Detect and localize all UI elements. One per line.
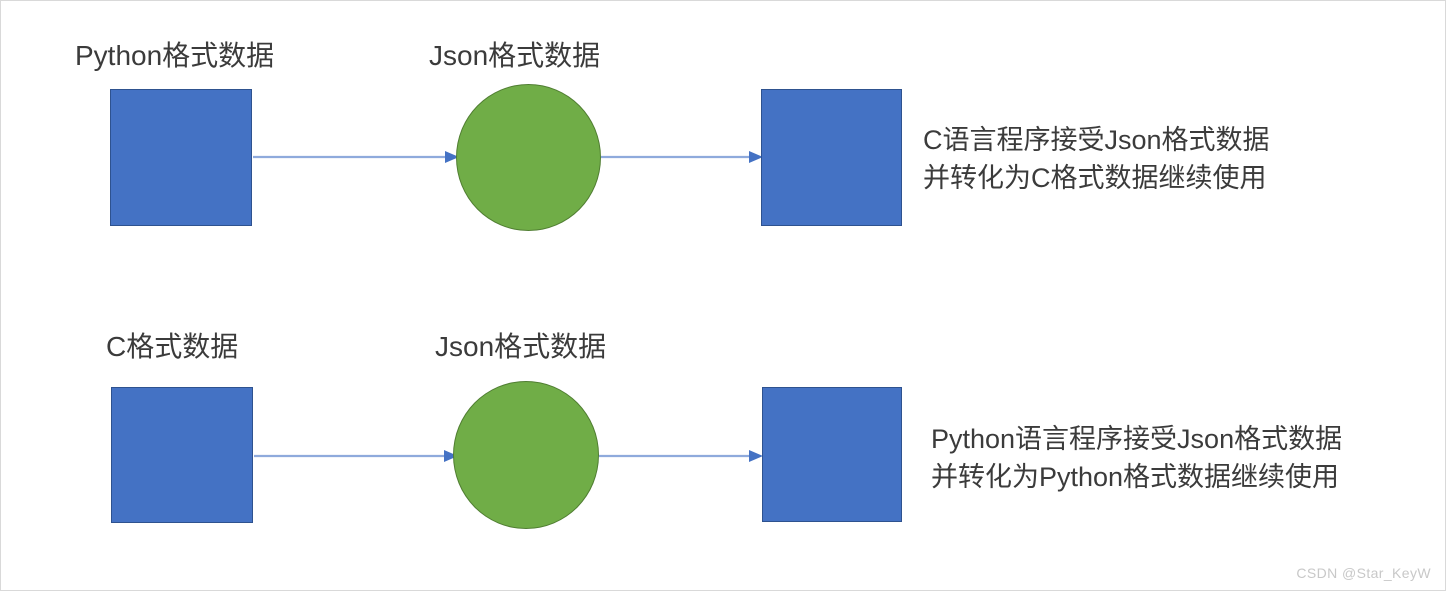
description-row1-line1: C语言程序接受Json格式数据 xyxy=(923,125,1270,155)
arrow-source-to-middle-row2 xyxy=(254,450,458,462)
source-node-row1 xyxy=(110,89,252,226)
target-node-row2 xyxy=(762,387,902,522)
source-node-row2 xyxy=(111,387,253,523)
arrow-middle-to-target-row2 xyxy=(599,450,763,462)
middle-label-row1: Json格式数据 xyxy=(429,40,601,71)
target-node-row1 xyxy=(761,89,902,226)
middle-label-row2: Json格式数据 xyxy=(435,331,607,362)
watermark: CSDN @Star_KeyW xyxy=(1296,565,1431,581)
source-label-row2: C格式数据 xyxy=(106,331,239,362)
middle-node-row2 xyxy=(453,381,599,529)
middle-node-row1 xyxy=(456,84,601,231)
description-row1-line2: 并转化为C格式数据继续使用 xyxy=(923,163,1267,194)
description-row2-line1: Python语言程序接受Json格式数据 xyxy=(931,424,1343,454)
arrow-source-to-middle-row1 xyxy=(253,151,459,163)
description-row1: C语言程序接受Json格式数据 并转化为C格式数据继续使用 xyxy=(923,121,1270,198)
description-row2: Python语言程序接受Json格式数据 并转化为Python格式数据继续使用 xyxy=(931,420,1342,497)
arrow-middle-to-target-row1 xyxy=(601,151,763,163)
source-label-row1: Python格式数据 xyxy=(75,40,275,71)
description-row2-line2: 并转化为Python格式数据继续使用 xyxy=(931,462,1340,493)
